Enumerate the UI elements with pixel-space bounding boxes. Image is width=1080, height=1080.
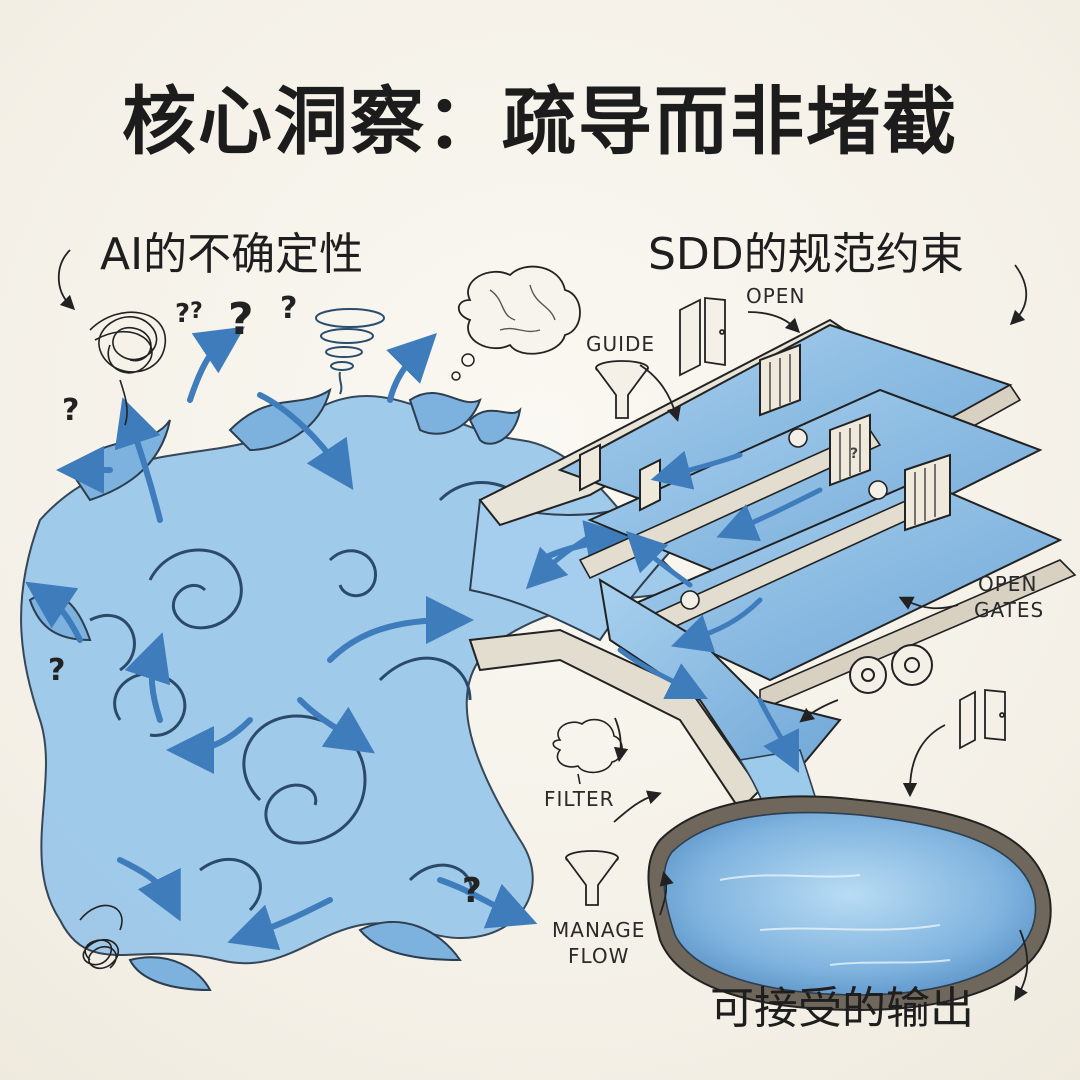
brain-icon <box>451 265 581 381</box>
question-mark-icon: ? ? ? ? ? ? ? ? <box>48 291 858 911</box>
channel-system <box>468 318 1077 851</box>
funnel-icon <box>565 360 649 906</box>
gear-icon <box>680 428 888 610</box>
annotation-manage-flow-line1: MANAGE <box>552 918 646 942</box>
page-title: 核心洞察：疏导而非堵截 <box>122 79 958 165</box>
output-pool <box>647 795 1052 1012</box>
annotation-open: OPEN <box>746 284 806 308</box>
annotation-filter: FILTER <box>544 787 615 811</box>
label-sdd-constraints: SDD的规范约束 <box>648 229 964 280</box>
chaotic-water <box>20 326 704 992</box>
svg-text:?: ? <box>62 393 79 428</box>
svg-text:?: ? <box>280 291 297 326</box>
annotation-open-gates-line1: OPEN <box>978 572 1038 596</box>
annotation-manage-flow-line2: FLOW <box>568 944 630 968</box>
spring-icon <box>79 904 123 970</box>
svg-text:?: ? <box>190 299 203 324</box>
label-acceptable-output: 可接受的输出 <box>710 983 974 1034</box>
svg-text:?: ? <box>175 299 190 329</box>
door-icon <box>679 297 1006 750</box>
svg-text:?: ? <box>228 294 254 345</box>
brain-icon <box>552 718 623 785</box>
svg-text:?: ? <box>462 871 482 911</box>
annotation-open-gates-line2: GATES <box>974 598 1045 622</box>
scribble-icon <box>89 311 166 426</box>
svg-text:?: ? <box>48 653 65 688</box>
tornado-icon <box>315 308 385 395</box>
annotation-guide: GUIDE <box>586 332 656 356</box>
gear-icon <box>849 644 933 694</box>
svg-text:?: ? <box>850 446 858 462</box>
label-ai-uncertainty: AI的不确定性 <box>100 229 364 280</box>
